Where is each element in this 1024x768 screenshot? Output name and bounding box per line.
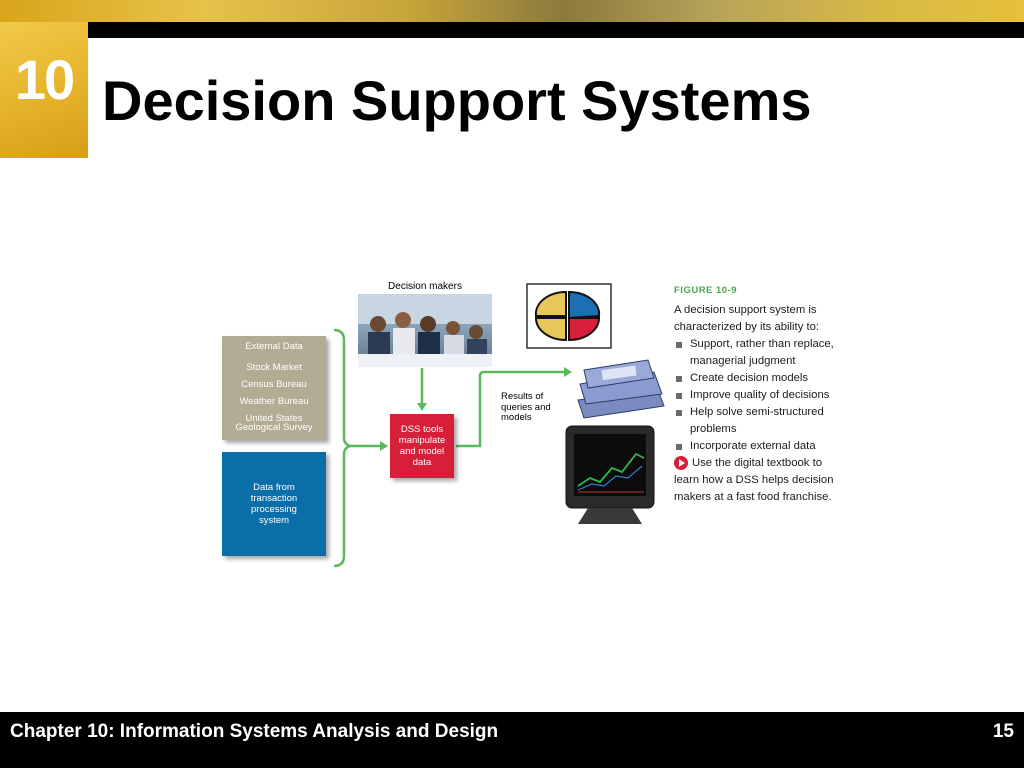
- bullet-text: managerial judgment: [690, 355, 796, 367]
- bullet-square-icon: [676, 376, 682, 382]
- transaction-line: system: [258, 515, 290, 526]
- figure-label: FIGURE 10-9: [674, 285, 738, 296]
- top-black-bar: [88, 22, 1024, 38]
- digital-textbook-note[interactable]: Use the digital textbook to: [674, 455, 874, 472]
- bullet-square-icon: [676, 342, 682, 348]
- caption-bullet: Help solve semi-structured problems: [674, 404, 874, 438]
- transaction-data-box: Data from transaction processing system: [222, 452, 326, 556]
- arrow-head-dss-top: [417, 403, 427, 411]
- arrow-head-results: [564, 367, 572, 377]
- note-text: learn how a DSS helps decision: [674, 474, 834, 486]
- bullet-text: Incorporate external data: [690, 440, 816, 452]
- dss-line: data: [412, 457, 432, 468]
- bullet-square-icon: [676, 444, 682, 450]
- bullet-square-icon: [676, 393, 682, 399]
- note-text: Use the digital textbook to: [692, 457, 822, 469]
- slide-title: Decision Support Systems: [102, 69, 812, 132]
- data-sources-brace: [333, 328, 354, 568]
- footer-bar: Chapter 10: Information Systems Analysis…: [0, 712, 1024, 752]
- transaction-line: Data from: [253, 482, 295, 493]
- results-line: models: [501, 412, 532, 423]
- caption-bullet: Support, rather than replace, managerial…: [674, 336, 874, 370]
- note-text: makers at a fast food franchise.: [674, 491, 832, 503]
- external-data-item: Stock Market: [246, 362, 302, 373]
- transaction-line: processing: [251, 504, 297, 515]
- dss-to-results-arrow: [456, 370, 566, 448]
- caption-bullet: Create decision models: [674, 370, 874, 387]
- dss-line: and model: [399, 446, 445, 457]
- results-label: Results of queries and models: [501, 391, 571, 424]
- caption-bullet: Improve quality of decisions: [674, 387, 874, 404]
- caption-bullet: Incorporate external data: [674, 438, 874, 455]
- bullet-square-icon: [676, 410, 682, 416]
- chapter-badge: 10: [0, 22, 88, 158]
- people-illustration: [358, 294, 492, 367]
- decision-makers-photo: [358, 294, 492, 367]
- dss-line: DSS tools: [400, 424, 444, 435]
- external-data-item: Geological Survey: [235, 422, 313, 433]
- play-icon[interactable]: [674, 456, 688, 470]
- chapter-number: 10: [14, 47, 75, 111]
- transaction-line: transaction: [250, 493, 298, 504]
- bullet-text: Help solve semi-structured: [690, 406, 824, 418]
- results-line: queries and: [501, 401, 551, 413]
- external-data-heading: External Data: [245, 341, 303, 352]
- dss-line: manipulate: [398, 435, 446, 446]
- results-line: Results of: [501, 391, 544, 402]
- bottom-black-strip: [0, 752, 1024, 768]
- top-decorative-strip: [0, 0, 1024, 22]
- monitor-icon: [565, 425, 655, 524]
- bullet-text: problems: [690, 423, 737, 435]
- external-data-item: Weather Bureau: [239, 396, 309, 407]
- dss-diagram: Decision makers External Data Stock Mark…: [218, 278, 858, 578]
- bullet-text: Support, rather than replace,: [690, 338, 834, 350]
- page-number: 15: [992, 721, 1014, 742]
- external-data-item: United States: [245, 413, 303, 424]
- caption-intro-line: characterized by its ability to:: [674, 321, 820, 333]
- external-data-box: External Data Stock Market Census Bureau…: [222, 336, 326, 440]
- external-data-item: Census Bureau: [241, 379, 307, 390]
- decision-makers-label: Decision makers: [388, 281, 462, 292]
- pie-chart-icon: [534, 290, 601, 342]
- arrow-head-dss-left: [380, 441, 388, 451]
- figure-caption: FIGURE 10-9 A decision support system is…: [674, 282, 874, 506]
- dss-tools-box: DSS tools manipulate and model data: [390, 414, 454, 478]
- caption-intro-line: A decision support system is: [674, 304, 817, 316]
- bullet-text: Create decision models: [690, 372, 809, 384]
- report-books-icon: [577, 359, 665, 419]
- diagram-connectors: [333, 283, 665, 568]
- bullet-text: Improve quality of decisions: [690, 389, 830, 401]
- footer-chapter-text: Chapter 10: Information Systems Analysis…: [10, 721, 499, 742]
